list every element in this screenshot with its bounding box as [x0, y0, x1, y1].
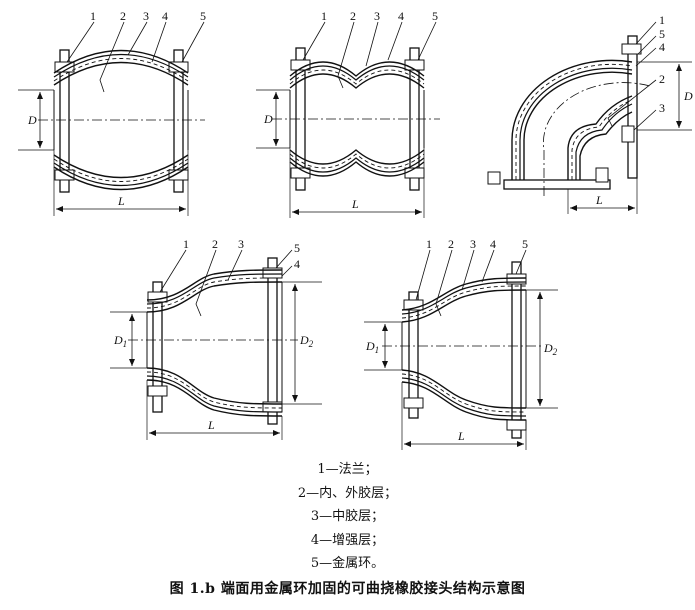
- label-3: 3: [238, 237, 244, 251]
- legend-item-reinforcement: 4—增强层；: [310, 532, 385, 548]
- label-3: 3: [374, 9, 380, 23]
- label-4: 4: [294, 257, 300, 271]
- legend-item-metal-ring: 5—金属环。: [310, 556, 385, 571]
- dim-D1: D1: [365, 339, 379, 355]
- figure-caption: 图 1.b 端面用金属环加固的可曲挠橡胶接头结构示意图: [169, 581, 526, 597]
- legend-item-middle-rubber: 3—中胶层；: [310, 509, 385, 524]
- label-4: 4: [162, 9, 168, 23]
- label-2: 2: [350, 9, 356, 23]
- dim-D1: D1: [113, 333, 127, 349]
- figure-reducer-left-labels: 1 2 3 5 4 D1 D2 L: [113, 237, 314, 432]
- legend-item-inner-outer-rubber: 2—内、外胶层；: [297, 485, 398, 501]
- label-1: 1: [321, 9, 327, 23]
- label-2: 2: [212, 237, 218, 251]
- figure-double-sphere-labels: 1 2 3 4 5 D L: [263, 9, 438, 211]
- legend: 1—法兰； 2—内、外胶层； 3—中胶层； 4—增强层； 5—金属环。: [0, 458, 695, 576]
- label-5: 5: [659, 27, 665, 41]
- label-3: 3: [470, 237, 476, 251]
- label-2: 2: [659, 72, 665, 86]
- dim-D2: D2: [299, 333, 314, 349]
- label-5: 5: [200, 9, 206, 23]
- label-1: 1: [183, 237, 189, 251]
- figure-double-sphere: [256, 21, 440, 218]
- label-2: 2: [448, 237, 454, 251]
- label-1: 1: [426, 237, 432, 251]
- label-1: 1: [90, 9, 96, 23]
- legend-item-flange: 1—法兰；: [317, 462, 378, 477]
- label-5: 5: [432, 9, 438, 23]
- figure-single-sphere-labels: 1 2 3 4 5 D L: [27, 9, 206, 208]
- dim-D: D: [27, 113, 37, 127]
- figure-elbow: [487, 21, 692, 214]
- figure-single-sphere: [18, 21, 205, 216]
- joint-structure-diagram: 1 2 3 4 5 D L: [18, 9, 693, 450]
- label-1: 1: [659, 13, 665, 27]
- dim-D2: D2: [543, 341, 558, 357]
- dim-L: L: [117, 194, 125, 208]
- label-4: 4: [659, 40, 665, 54]
- label-3: 3: [659, 101, 665, 115]
- label-4: 4: [398, 9, 404, 23]
- figure-reducer-right-labels: 1 2 3 4 5 D1 D2 L: [365, 237, 558, 443]
- label-4: 4: [490, 237, 496, 251]
- dim-L: L: [207, 418, 215, 432]
- label-5: 5: [294, 241, 300, 255]
- dim-D: D: [263, 112, 273, 126]
- figure-elbow-labels: 1 5 4 2 3 D L: [595, 13, 693, 207]
- label-2: 2: [120, 9, 126, 23]
- label-3: 3: [143, 9, 149, 23]
- dim-D: D: [683, 89, 693, 103]
- label-5: 5: [522, 237, 528, 251]
- figure-reducer-right: [364, 249, 558, 450]
- dim-L: L: [595, 193, 603, 207]
- dim-L: L: [351, 197, 359, 211]
- dim-L: L: [457, 429, 465, 443]
- figure-reducer-left: [110, 249, 322, 440]
